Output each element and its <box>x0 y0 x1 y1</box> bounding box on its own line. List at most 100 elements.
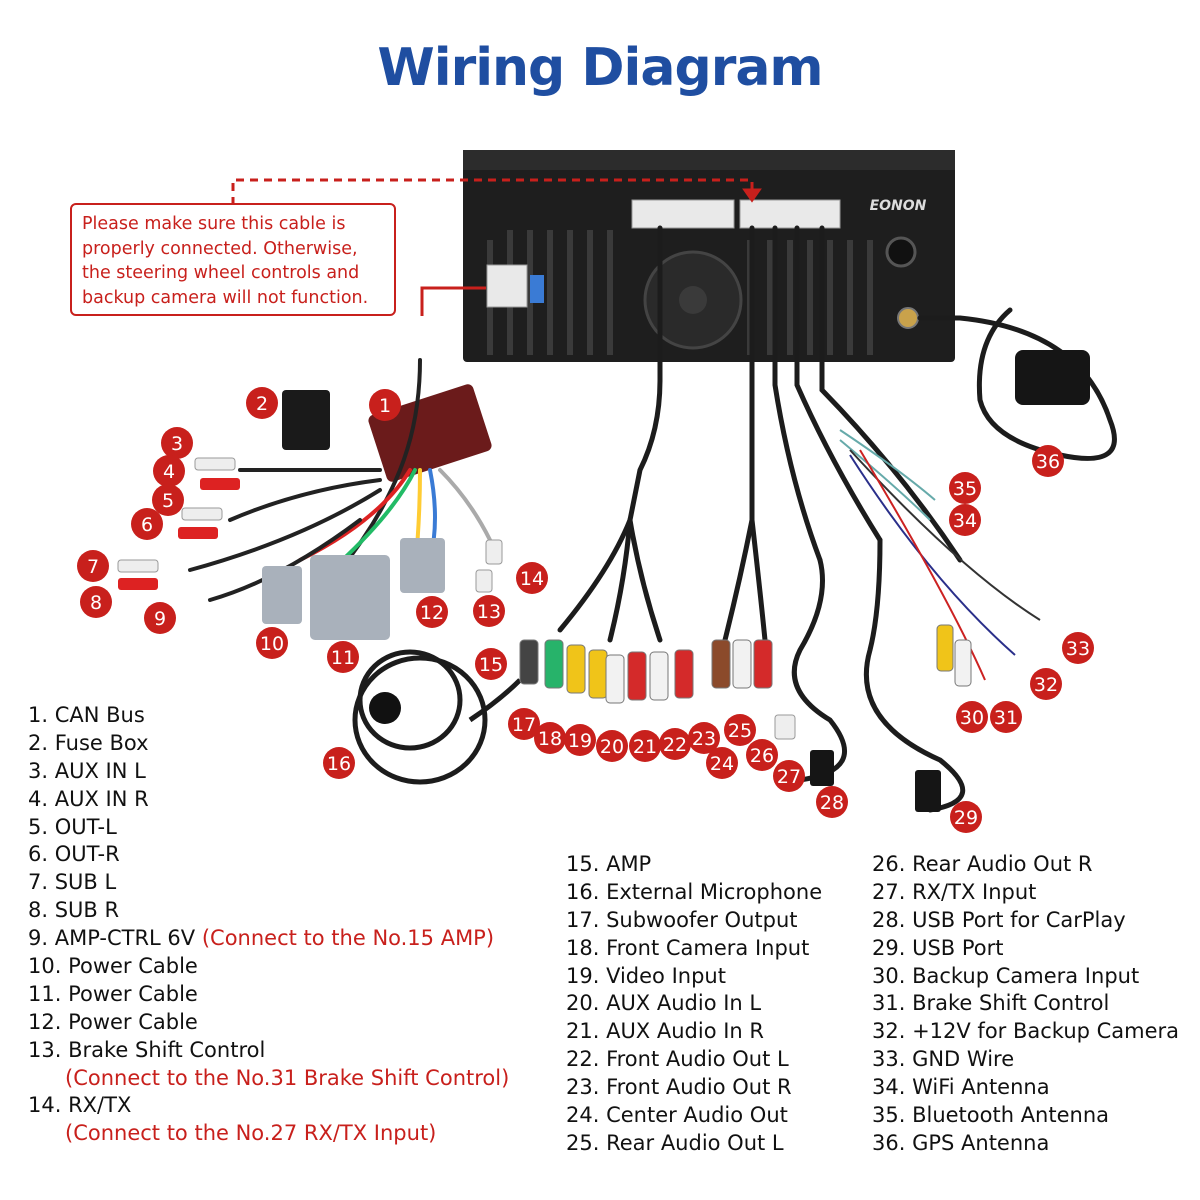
marker-28: 28 <box>816 786 848 818</box>
head-unit: EONON <box>463 150 955 362</box>
marker-circle <box>950 801 982 833</box>
marker-number: 30 <box>960 707 984 729</box>
amp-connector-socket <box>631 199 735 229</box>
legend-item-label: 36. GPS Antenna <box>872 1130 1050 1155</box>
marker-14: 14 <box>516 562 548 594</box>
cable-warning-line: Please make sure this cable is <box>82 214 346 234</box>
marker-circle <box>724 714 756 746</box>
cable-warning-line: the steering wheel controls and <box>82 263 360 284</box>
legend-item-label: 30. Backup Camera Input <box>872 963 1140 988</box>
marker-circle <box>80 586 112 618</box>
marker-number: 12 <box>420 602 444 624</box>
legend-item-label: 4. AUX IN R <box>28 786 149 811</box>
legend-item-note: (Connect to the No.15 AMP) <box>201 926 495 951</box>
marker-circle <box>473 595 505 627</box>
marker-circle <box>596 730 628 762</box>
legend-item-label: 2. Fuse Box <box>28 730 149 755</box>
legend-item: (Connect to the No.31 Brake Shift Contro… <box>28 1065 509 1093</box>
marker-30: 30 <box>956 701 988 733</box>
marker-number: 17 <box>512 714 536 736</box>
marker-number: 24 <box>710 753 734 775</box>
legend-item: 21. AUX Audio In R <box>566 1018 822 1046</box>
marker-number: 21 <box>633 736 657 758</box>
usb-ports <box>774 714 941 812</box>
legend-item: 16. External Microphone <box>566 879 822 907</box>
marker-circle <box>688 722 720 754</box>
marker-number: 31 <box>994 707 1018 729</box>
antenna-socket <box>885 236 917 268</box>
marker-number: 13 <box>477 601 501 623</box>
marker-circle <box>327 641 359 673</box>
marker-number: 3 <box>171 433 183 455</box>
legend-item-label: 25. Rear Audio Out L <box>566 1130 784 1155</box>
microphone <box>352 649 522 785</box>
marker-11: 11 <box>327 641 359 673</box>
marker-circle <box>949 472 981 504</box>
marker-number: 29 <box>954 807 978 829</box>
marker-circle <box>1032 445 1064 477</box>
note-pointer <box>231 178 762 316</box>
marker-20: 20 <box>596 730 628 762</box>
legend-item-label: 15. AMP <box>566 852 652 876</box>
legend-item: 33. GND Wire <box>872 1046 1179 1074</box>
legend-item: 34. WiFi Antenna <box>872 1074 1179 1102</box>
marker-number: 7 <box>87 556 99 578</box>
legend-item-label: 5. OUT-L <box>28 814 117 839</box>
legend-item-label: 21. AUX Audio In R <box>566 1019 765 1044</box>
marker-number: 23 <box>692 728 716 750</box>
legend-item-label: 31. Brake Shift Control <box>872 991 1110 1016</box>
marker-17: 17 <box>508 708 540 740</box>
marker-15: 15 <box>475 648 507 680</box>
legend-item-label: 6. OUT-R <box>28 842 120 867</box>
marker-number: 36 <box>1036 451 1060 473</box>
marker-number: 1 <box>379 395 391 417</box>
marker-circle <box>773 760 805 792</box>
marker-circle <box>152 484 184 516</box>
legend-item: 32. +12V for Backup Camera <box>872 1018 1179 1046</box>
legend-item: 28. USB Port for CarPlay <box>872 907 1179 935</box>
marker-number: 27 <box>777 766 801 788</box>
legend-item-label: 3. AUX IN L <box>28 758 146 783</box>
cable-warning-line: backup camera will not function. <box>82 287 369 308</box>
legend-item-note: (Connect to the No.31 Brake Shift Contro… <box>65 1065 510 1090</box>
marker-number: 6 <box>141 514 153 536</box>
legend-item: 1. CAN Bus <box>28 702 509 730</box>
marker-21: 21 <box>629 730 661 762</box>
legend-item-label: 8. SUB R <box>28 898 120 923</box>
marker-27: 27 <box>773 760 805 792</box>
legend-item-label: 14. RX/TX <box>28 1093 132 1118</box>
marker-circle <box>256 627 288 659</box>
legend-item: 17. Subwoofer Output <box>566 907 822 935</box>
legend-item: 10. Power Cable <box>28 953 509 981</box>
legend-item-label: 32. +12V for Backup Camera <box>872 1019 1180 1044</box>
marker-number: 14 <box>520 568 544 590</box>
marker-circle <box>153 455 185 487</box>
legend-item-label: 13. Brake Shift Control <box>28 1037 266 1062</box>
legend-item-label: 9. AMP-CTRL 6V <box>28 926 202 951</box>
legend-item: (Connect to the No.27 RX/TX Input) <box>28 1120 509 1148</box>
marker-9: 9 <box>144 602 176 634</box>
marker-circle <box>956 701 988 733</box>
marker-4: 4 <box>153 455 185 487</box>
marker-number: 33 <box>1066 638 1090 660</box>
legend-item-label: 7. SUB L <box>28 870 117 895</box>
marker-circle <box>629 730 661 762</box>
legend-item-label: 27. RX/TX Input <box>872 879 1037 904</box>
marker-number: 28 <box>820 792 844 814</box>
marker-number: 25 <box>728 720 752 742</box>
legend-item: 29. USB Port <box>872 935 1179 963</box>
marker-34: 34 <box>949 504 981 536</box>
legend-item: 11. Power Cable <box>28 981 509 1009</box>
marker-circle <box>77 550 109 582</box>
legend-item: 12. Power Cable <box>28 1009 509 1037</box>
legend-item: 18. Front Camera Input <box>566 935 822 963</box>
legend-item-label: 35. Bluetooth Antenna <box>872 1103 1110 1128</box>
marker-7: 7 <box>77 550 109 582</box>
marker-circle <box>990 701 1022 733</box>
legend-item-label: 20. AUX Audio In L <box>566 991 762 1016</box>
legend-item-note: (Connect to the No.27 RX/TX Input) <box>65 1121 437 1146</box>
